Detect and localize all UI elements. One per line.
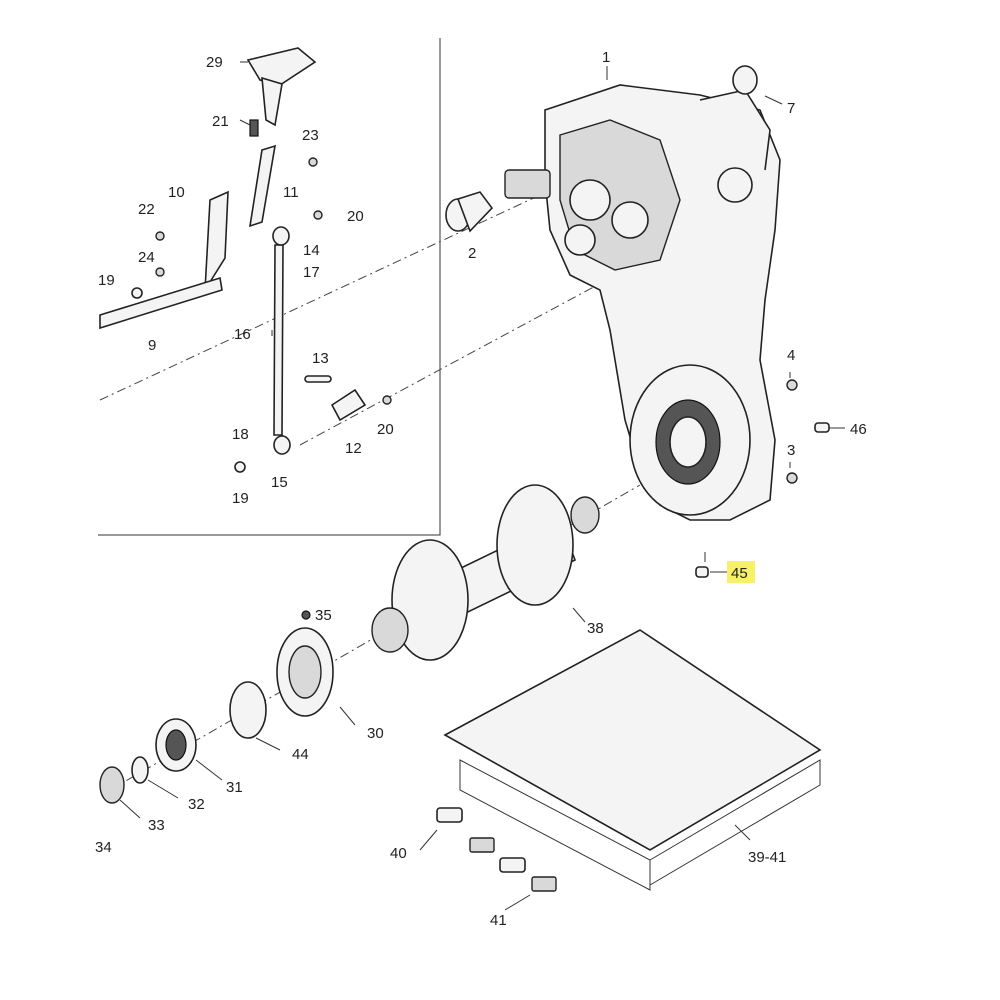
nut-part-23 [308,157,318,167]
nut-part-4 [786,379,798,391]
callout-11: 11 [283,184,299,201]
callout-10: 10 [168,184,185,201]
seal-part-7 [732,65,758,95]
cap-part-33 [99,766,125,804]
callout-19-bottom: 19 [232,490,249,507]
callout-20-top: 20 [347,208,364,225]
callout-20-bottom: 20 [377,421,394,438]
callout-23: 23 [302,127,319,144]
callout-35: 35 [315,607,332,624]
callout-19-left: 19 [98,272,115,289]
bracket-part-10 [204,190,229,291]
axis-line-upper [99,194,541,401]
callout-21: 21 [212,113,229,130]
callout-24: 24 [138,249,155,266]
ball-joint-part-18 [273,435,291,455]
callout-30: 30 [367,725,384,742]
callout-17: 17 [303,264,320,281]
bolt-part-46 [814,422,830,433]
track-slider-plate [443,629,822,891]
inset-frame [98,38,441,536]
callout-16: 16 [234,326,251,343]
rod-part-16 [273,244,284,436]
shift-handle-part-29 [246,47,317,127]
callout-22: 22 [138,201,155,218]
lever-part-11 [249,144,277,228]
bearing-part-31 [155,718,197,772]
bolt-part-45 [695,566,709,578]
bracket-part-12 [330,388,367,422]
flange-part-30 [276,627,334,717]
pin-part-13 [304,375,332,383]
clip-part-41a [469,837,495,853]
callout-38: 38 [587,620,604,637]
shaft-part-9 [99,276,223,330]
callout-13: 13 [312,350,329,367]
callout-29: 29 [206,54,223,71]
callout-45: 45 [731,565,748,582]
callout-highlight [727,561,755,583]
bushing-part-2 [445,191,494,233]
drive-cover [629,364,751,516]
axis-line-mid [299,261,641,446]
nut-part-3 [786,472,798,484]
callout-3: 3 [787,442,795,459]
ball-joint-part-14 [272,226,290,246]
callout-18: 18 [232,426,249,443]
callout-34: 34 [95,839,112,856]
clip-part-40a [436,807,463,823]
nut-part-20b [382,395,392,405]
callout-2: 2 [468,245,476,262]
spring-part-21 [249,119,259,137]
washer-part-19a [131,287,143,299]
callout-41: 41 [490,912,507,929]
bolt-part-24 [155,267,165,277]
callout-14: 14 [303,242,320,259]
callout-33: 33 [148,817,165,834]
callout-15: 15 [271,474,288,491]
clip-part-40b [499,857,526,873]
nut-part-20a [313,210,323,220]
callout-46: 46 [850,421,867,438]
callout-1: 1 [602,49,610,66]
callout-4: 4 [787,347,795,364]
callout-9: 9 [148,337,156,354]
oring-part-44 [229,681,267,739]
callout-39-41: 39-41 [748,849,786,866]
clip-part-41b [531,876,557,892]
callout-31: 31 [226,779,243,796]
drop-icon [301,610,311,620]
callout-40: 40 [390,845,407,862]
bolt-part-22 [155,231,165,241]
ring-part-32 [131,756,149,784]
callout-7: 7 [787,100,795,117]
sprocket-shaft [371,484,600,661]
callout-12: 12 [345,440,362,457]
callout-44: 44 [292,746,309,763]
callout-32: 32 [188,796,205,813]
washer-part-19b [234,461,246,473]
